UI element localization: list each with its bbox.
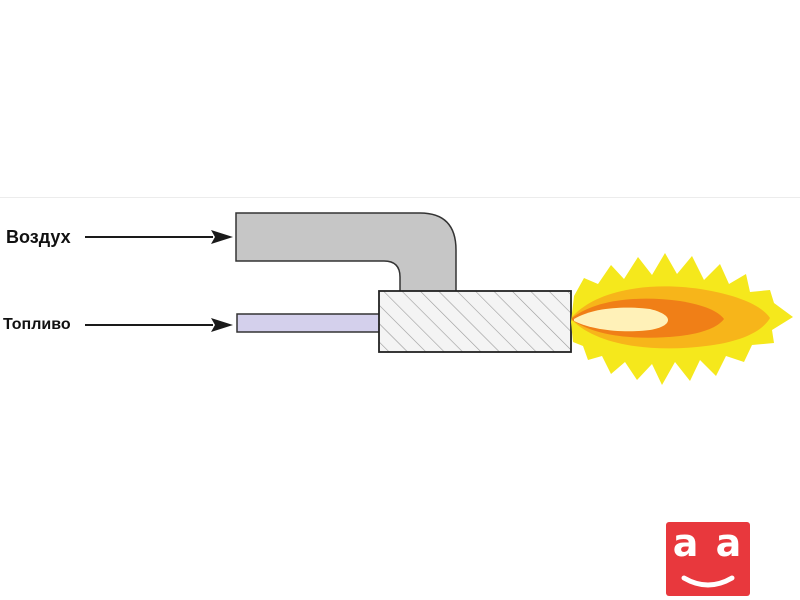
fuel-label: Топливо	[3, 316, 71, 333]
logo-text: a a	[672, 521, 744, 565]
flame	[571, 253, 793, 385]
flame-core	[574, 307, 668, 332]
divider-line	[0, 197, 800, 198]
fuel-arrow	[85, 318, 233, 332]
air-arrow	[85, 230, 233, 244]
smile-logo-icon	[666, 522, 750, 596]
brand-logo: a a	[666, 522, 750, 596]
burner-nozzle	[378, 290, 572, 353]
air-pipe	[235, 212, 457, 293]
fuel-pipe	[236, 313, 381, 333]
air-label: Воздух	[6, 227, 71, 247]
